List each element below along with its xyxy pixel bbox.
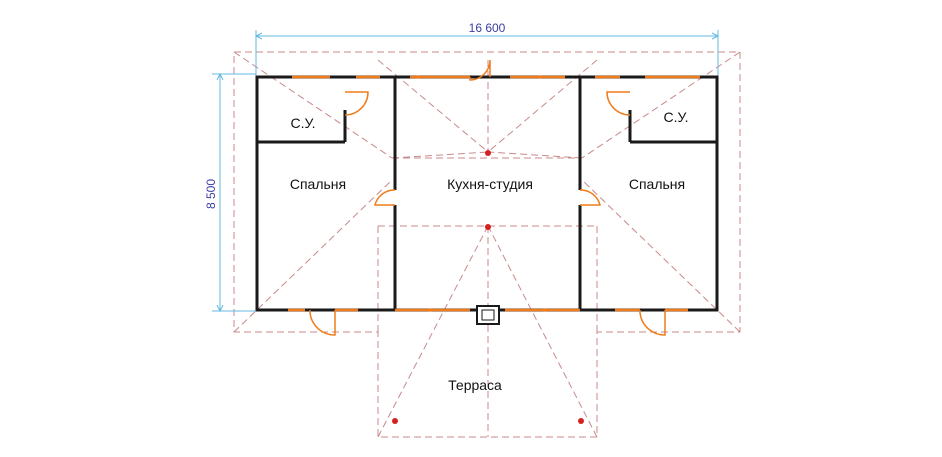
- roof-hip-line: [487, 59, 598, 153]
- dimension-height: [212, 72, 256, 313]
- dimension-height-label: 8 500: [204, 179, 218, 209]
- exterior-door-left: [309, 310, 336, 336]
- roof-hip-line: [233, 179, 393, 333]
- roof-hip-line: [233, 51, 393, 159]
- roof-hip-line: [581, 179, 741, 333]
- bedroom-door-left: [374, 189, 396, 206]
- roof-lines: [233, 51, 741, 438]
- entrance-door: [469, 59, 491, 81]
- dimension-width: [254, 30, 720, 76]
- roof-hip-line: [581, 51, 741, 159]
- windows: [288, 75, 700, 312]
- bath-door-left: [344, 91, 369, 116]
- roof-valley-line: [487, 151, 583, 159]
- room-label-bedroom-left: Спальня: [290, 176, 346, 192]
- terrace-hip-line: [487, 225, 598, 438]
- stove-inner: [481, 309, 495, 321]
- terrace-post: [578, 418, 584, 424]
- bath-door-right: [606, 91, 631, 116]
- peak-marker: [485, 224, 491, 230]
- roof-valley-line: [391, 151, 489, 159]
- dimension-width-label: 16 600: [469, 21, 506, 35]
- exterior-wall: [255, 75, 719, 312]
- room-label-bath-left: С.У.: [291, 115, 316, 131]
- stove-block: [476, 305, 500, 325]
- roof-hip-line: [377, 59, 489, 153]
- room-label-bedroom-right: Спальня: [629, 176, 685, 192]
- terrace-hip-line: [377, 225, 489, 438]
- exterior-door-right: [639, 310, 666, 336]
- doors: [309, 59, 666, 336]
- room-label-bath-right: С.У.: [664, 109, 689, 125]
- room-label-kitchen: Кухня-студия: [447, 176, 533, 192]
- bedroom-door-right: [579, 189, 601, 206]
- terrace-post: [392, 418, 398, 424]
- walls: [255, 75, 719, 312]
- peak-marker: [485, 150, 491, 156]
- posts: [392, 150, 584, 424]
- window-mullions: [416, 75, 547, 312]
- room-label-terrace: Терраса: [448, 377, 502, 393]
